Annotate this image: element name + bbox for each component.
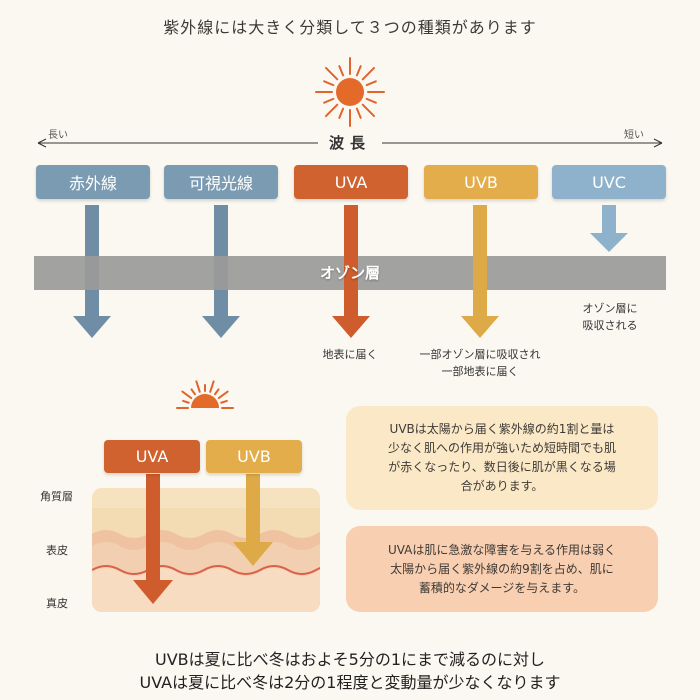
skin-label-uva: UVA bbox=[104, 440, 200, 473]
info-uva-line3: 蓄積的なダメージを与えます。 bbox=[418, 580, 586, 595]
wavelength-short-label: 短い bbox=[624, 130, 644, 141]
info-uvb-line1: UVBは太陽から届く紫外線の約1割と量は bbox=[389, 422, 615, 436]
wavelength-long-label: 長い bbox=[48, 130, 68, 141]
layer-label-stratum-corneum: 角質層 bbox=[40, 490, 73, 503]
ray-box-uva: UVA bbox=[294, 165, 408, 199]
info-uva-line1: UVAは肌に急激な障害を与える作用は弱く bbox=[387, 542, 617, 557]
ray-box-uvc: UVC bbox=[552, 165, 666, 199]
note-uvb-line1: 一部オゾン層に吸収され bbox=[419, 348, 541, 361]
note-uvb-line2: 一部地表に届く bbox=[441, 365, 519, 378]
wavelength-label: 波長 bbox=[328, 134, 371, 152]
info-box-uva: UVAは肌に急激な障害を与える作用は弱く 太陽から届く紫外線の約9割を占め、肌に… bbox=[346, 526, 658, 612]
info-uvb-line3: が赤くなったり、数日後に肌が黒くなる場 bbox=[388, 460, 616, 474]
ray-box-infrared: 赤外線 bbox=[36, 165, 150, 199]
sun-half-icon bbox=[176, 380, 234, 409]
arrow-uvc bbox=[590, 205, 628, 252]
bottom-text-line1: UVBは夏に比べ冬はおよそ5分の1にまで減るのに対し bbox=[155, 650, 545, 669]
layer-label-epidermis: 表皮 bbox=[46, 544, 68, 557]
info-box-uvb: UVBは太陽から届く紫外線の約1割と量は 少なく肌への作用が強いため短時間でも肌… bbox=[346, 406, 658, 510]
note-uva: 地表に届く bbox=[322, 348, 378, 361]
skin-layers-diagram bbox=[92, 488, 320, 612]
sun-icon bbox=[315, 57, 385, 127]
skin-label-uvb: UVB bbox=[206, 440, 302, 473]
note-uvc-line1: オゾン層に bbox=[582, 302, 638, 315]
info-uvb-line4: 合があります。 bbox=[460, 479, 544, 493]
note-uvc-line2: 吸収される bbox=[582, 319, 638, 332]
page-title: 紫外線には大きく分類して３つの種類があります bbox=[163, 18, 537, 37]
info-uva-line2: 太陽から届く紫外線の約9割を占め、肌に bbox=[390, 561, 614, 576]
layer-label-dermis: 真皮 bbox=[46, 597, 68, 610]
bottom-text-line2: UVAは夏に比べ冬は2分の1程度と変動量が少なくなります bbox=[139, 673, 561, 692]
ray-box-visible: 可視光線 bbox=[164, 165, 278, 199]
info-uvb-line2: 少なく肌への作用が強いため短時間でも肌 bbox=[387, 441, 616, 455]
ray-box-uvb: UVB bbox=[424, 165, 538, 199]
ozone-layer-label: オゾン層 bbox=[319, 264, 380, 282]
